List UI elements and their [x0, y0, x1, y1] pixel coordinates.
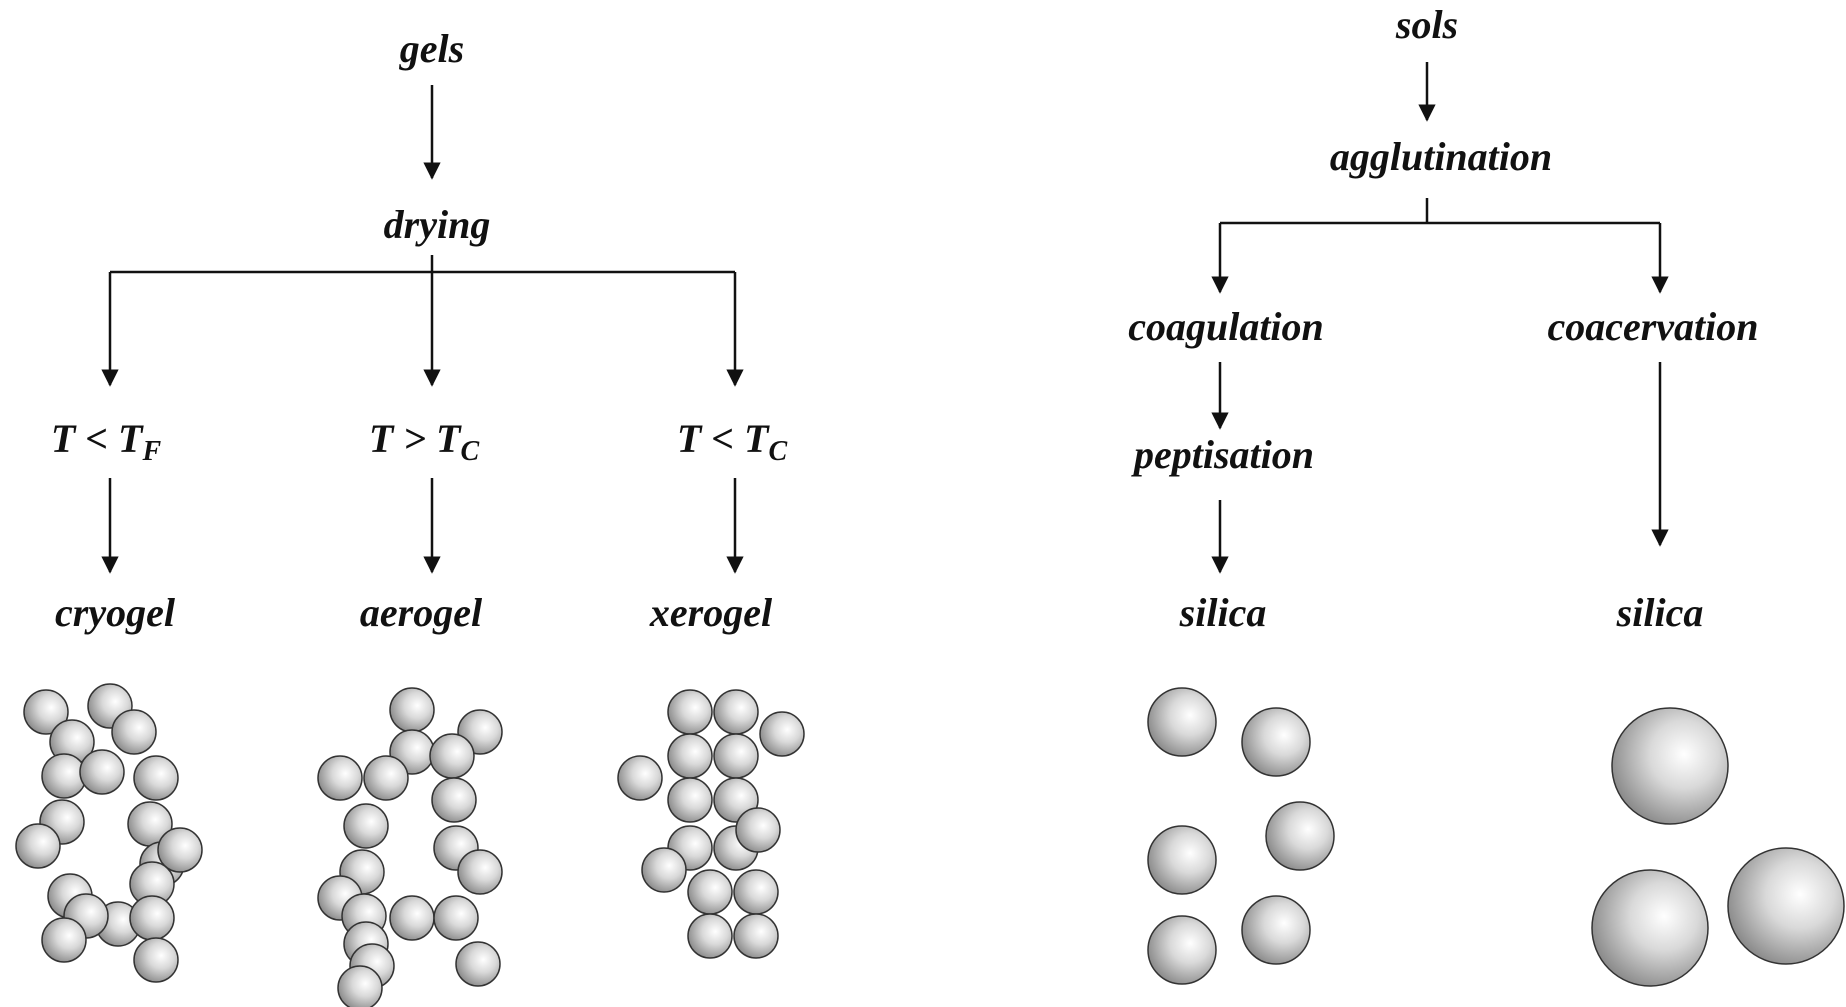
particle	[41, 753, 87, 799]
coacervation-label: coacervation	[1547, 304, 1758, 349]
particle	[687, 913, 733, 959]
particle	[389, 895, 435, 941]
particle	[733, 869, 779, 915]
particle	[129, 895, 175, 941]
condition-cryogel: T < TF	[51, 416, 162, 467]
particle	[457, 849, 503, 895]
cryogel-particle-cluster	[15, 683, 203, 983]
particle	[429, 733, 475, 779]
particle	[389, 687, 435, 733]
particle	[1241, 707, 1311, 777]
particle	[733, 913, 779, 959]
particle	[431, 777, 477, 823]
particle	[133, 937, 179, 983]
particle	[1147, 915, 1217, 985]
particle	[1591, 869, 1709, 987]
particle	[1265, 801, 1335, 871]
particle	[759, 711, 805, 757]
particle	[23, 689, 69, 735]
condition-xerogel: T < TC	[677, 416, 788, 467]
particle	[617, 755, 663, 801]
cryogel-label: cryogel	[55, 590, 176, 635]
particle	[157, 827, 203, 873]
particle	[317, 755, 363, 801]
silica-large-particles	[1591, 707, 1845, 987]
particle	[1147, 687, 1217, 757]
particle	[667, 777, 713, 823]
xerogel-particle-cluster	[617, 689, 805, 959]
particle	[41, 917, 87, 963]
particle	[1611, 707, 1729, 825]
particle	[455, 941, 501, 987]
aerogel-particle-cluster	[317, 687, 503, 1007]
particle	[667, 733, 713, 779]
particle	[15, 823, 61, 869]
particle	[667, 689, 713, 735]
agglutination-label: agglutination	[1330, 134, 1552, 179]
silica-label-left: silica	[1179, 590, 1267, 635]
particle	[363, 755, 409, 801]
coagulation-label: coagulation	[1128, 304, 1324, 349]
particle	[735, 807, 781, 853]
drying-label: drying	[384, 202, 491, 247]
particle	[1147, 825, 1217, 895]
particle	[337, 965, 383, 1007]
particle	[111, 709, 157, 755]
particle	[687, 869, 733, 915]
particle	[1241, 895, 1311, 965]
particle	[79, 749, 125, 795]
condition-aerogel: T > TC	[369, 416, 480, 467]
silica-label-right: silica	[1616, 590, 1704, 635]
particle	[1727, 847, 1845, 965]
particle	[433, 895, 479, 941]
aerogel-label: aerogel	[360, 590, 483, 635]
particle	[713, 689, 759, 735]
silica-small-particles	[1147, 687, 1335, 985]
gels-label: gels	[399, 26, 464, 71]
peptisation-label: peptisation	[1131, 432, 1314, 477]
xerogel-label: xerogel	[649, 590, 773, 635]
particle	[713, 733, 759, 779]
particle	[641, 847, 687, 893]
particle	[133, 755, 179, 801]
particle	[343, 803, 389, 849]
sols-label: sols	[1395, 2, 1458, 47]
